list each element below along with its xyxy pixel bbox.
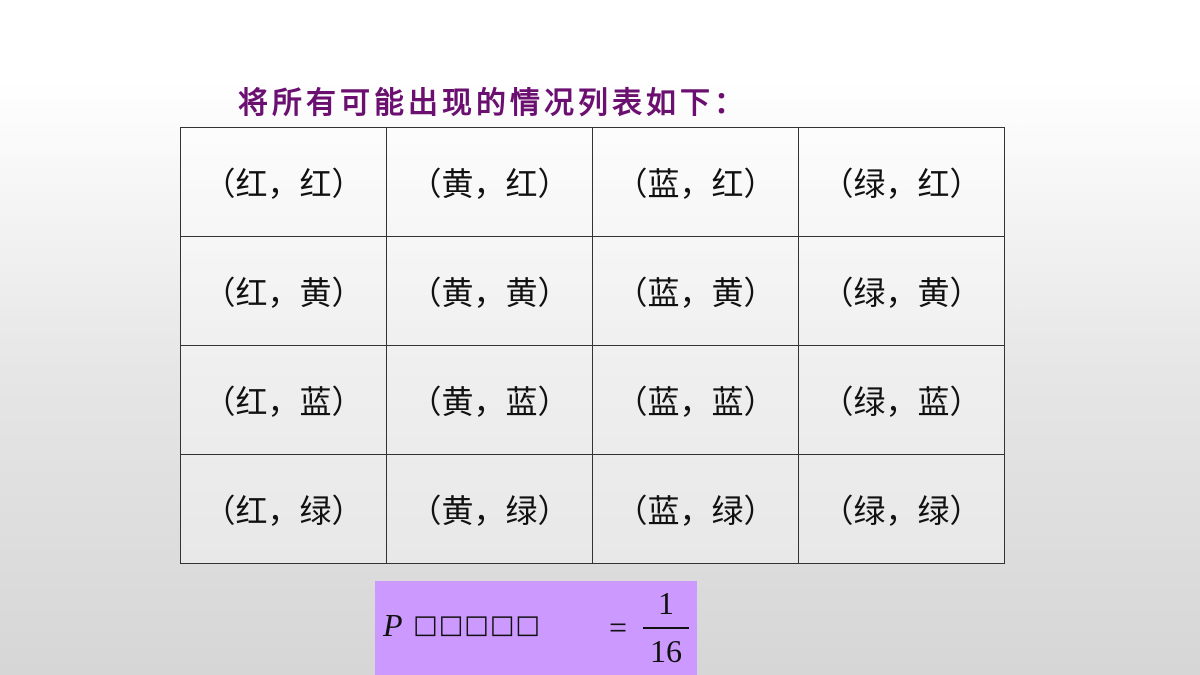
fraction-numerator: 1 <box>658 585 674 621</box>
table-cell: （蓝，红） <box>592 127 799 237</box>
slide-title: 将所有可能出现的情况列表如下： <box>238 86 748 121</box>
table-cell: （红，蓝） <box>180 345 387 455</box>
table-row: （红，蓝） （黄，蓝） （蓝，蓝） （绿，蓝） <box>180 345 1005 455</box>
table-row: （红，绿） （黄，绿） （蓝，绿） （绿，绿） <box>180 454 1005 564</box>
table-cell: （绿，蓝） <box>798 345 1005 455</box>
table-cell: （黄，绿） <box>386 454 593 564</box>
table-cell: （红，绿） <box>180 454 387 564</box>
probability-variable: P <box>383 607 403 643</box>
table-cell: （绿，红） <box>798 127 1005 237</box>
table-cell: （红，黄） <box>180 236 387 346</box>
table-cell: （黄，蓝） <box>386 345 593 455</box>
table-cell: （蓝，蓝） <box>592 345 799 455</box>
table-cell: （黄，红） <box>386 127 593 237</box>
table-cell: （黄，黄） <box>386 236 593 346</box>
probability-fraction: 1 16 <box>643 585 689 669</box>
table-cell: （蓝，黄） <box>592 236 799 346</box>
fraction-denominator: 16 <box>650 633 682 669</box>
outcomes-table: （红，红） （黄，红） （蓝，红） （绿，红） （红，黄） （黄，黄） （蓝，黄… <box>180 127 1005 564</box>
table-cell: （绿，黄） <box>798 236 1005 346</box>
table-cell: （红，红） <box>180 127 387 237</box>
probability-formula-box: P □□□□□ = 1 16 <box>375 581 697 675</box>
table-cell: （蓝，绿） <box>592 454 799 564</box>
table-row: （红，黄） （黄，黄） （蓝，黄） （绿，黄） <box>180 236 1005 346</box>
equals-sign: = <box>609 609 628 645</box>
table-row: （红，红） （黄，红） （蓝，红） （绿，红） <box>180 127 1005 237</box>
table-cell: （绿，绿） <box>798 454 1005 564</box>
fraction-bar <box>643 627 689 629</box>
probability-event-label: □□□□□ <box>413 610 541 640</box>
